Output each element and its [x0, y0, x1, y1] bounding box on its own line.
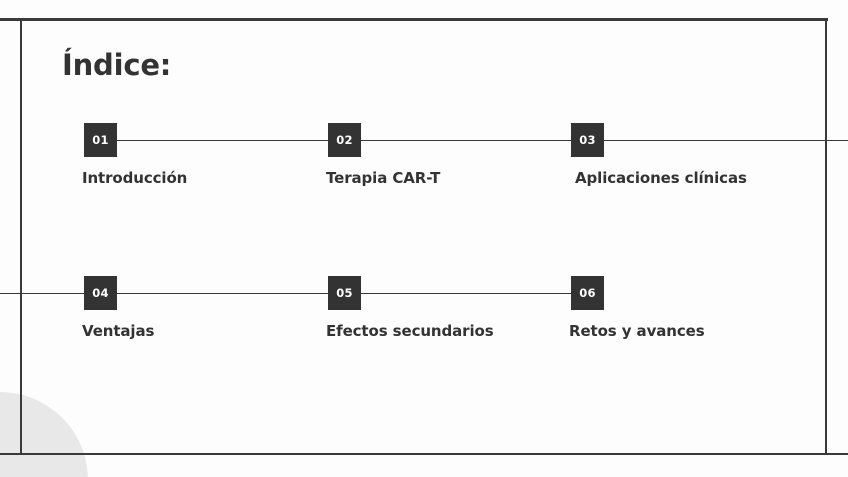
index-number-badge-04: 04 [84, 276, 117, 310]
index-item-label-05: Efectos secundarios [326, 322, 494, 340]
slide-frame-border [20, 18, 827, 455]
index-item-06[interactable]: 06 Retos y avances [569, 276, 705, 340]
index-item-label-04: Ventajas [82, 322, 155, 340]
index-number-badge-01: 01 [84, 123, 117, 157]
index-number-badge-02: 02 [328, 123, 361, 157]
index-number-badge-03: 03 [571, 123, 604, 157]
index-item-label-02: Terapia CAR-T [326, 169, 441, 187]
timeline-rail-row-1 [96, 139, 848, 142]
index-number-badge-06: 06 [571, 276, 604, 310]
bottom-bleed-rule [0, 452, 848, 455]
index-number-badge-05: 05 [328, 276, 361, 310]
index-item-04[interactable]: 04 Ventajas [82, 276, 154, 340]
index-item-label-03: Aplicaciones clínicas [575, 169, 747, 187]
index-item-02[interactable]: 02 Terapia CAR-T [326, 123, 440, 187]
index-item-01[interactable]: 01 Introducción [82, 123, 187, 187]
page-title: Índice: [62, 48, 172, 82]
index-item-03[interactable]: 03 Aplicaciones clínicas [571, 123, 747, 187]
index-item-05[interactable]: 05 Efectos secundarios [326, 276, 494, 340]
timeline-rail-row-2 [0, 292, 588, 295]
top-bleed-rule [0, 18, 828, 21]
index-item-label-06: Retos y avances [569, 322, 705, 340]
index-item-label-01: Introducción [82, 169, 188, 187]
